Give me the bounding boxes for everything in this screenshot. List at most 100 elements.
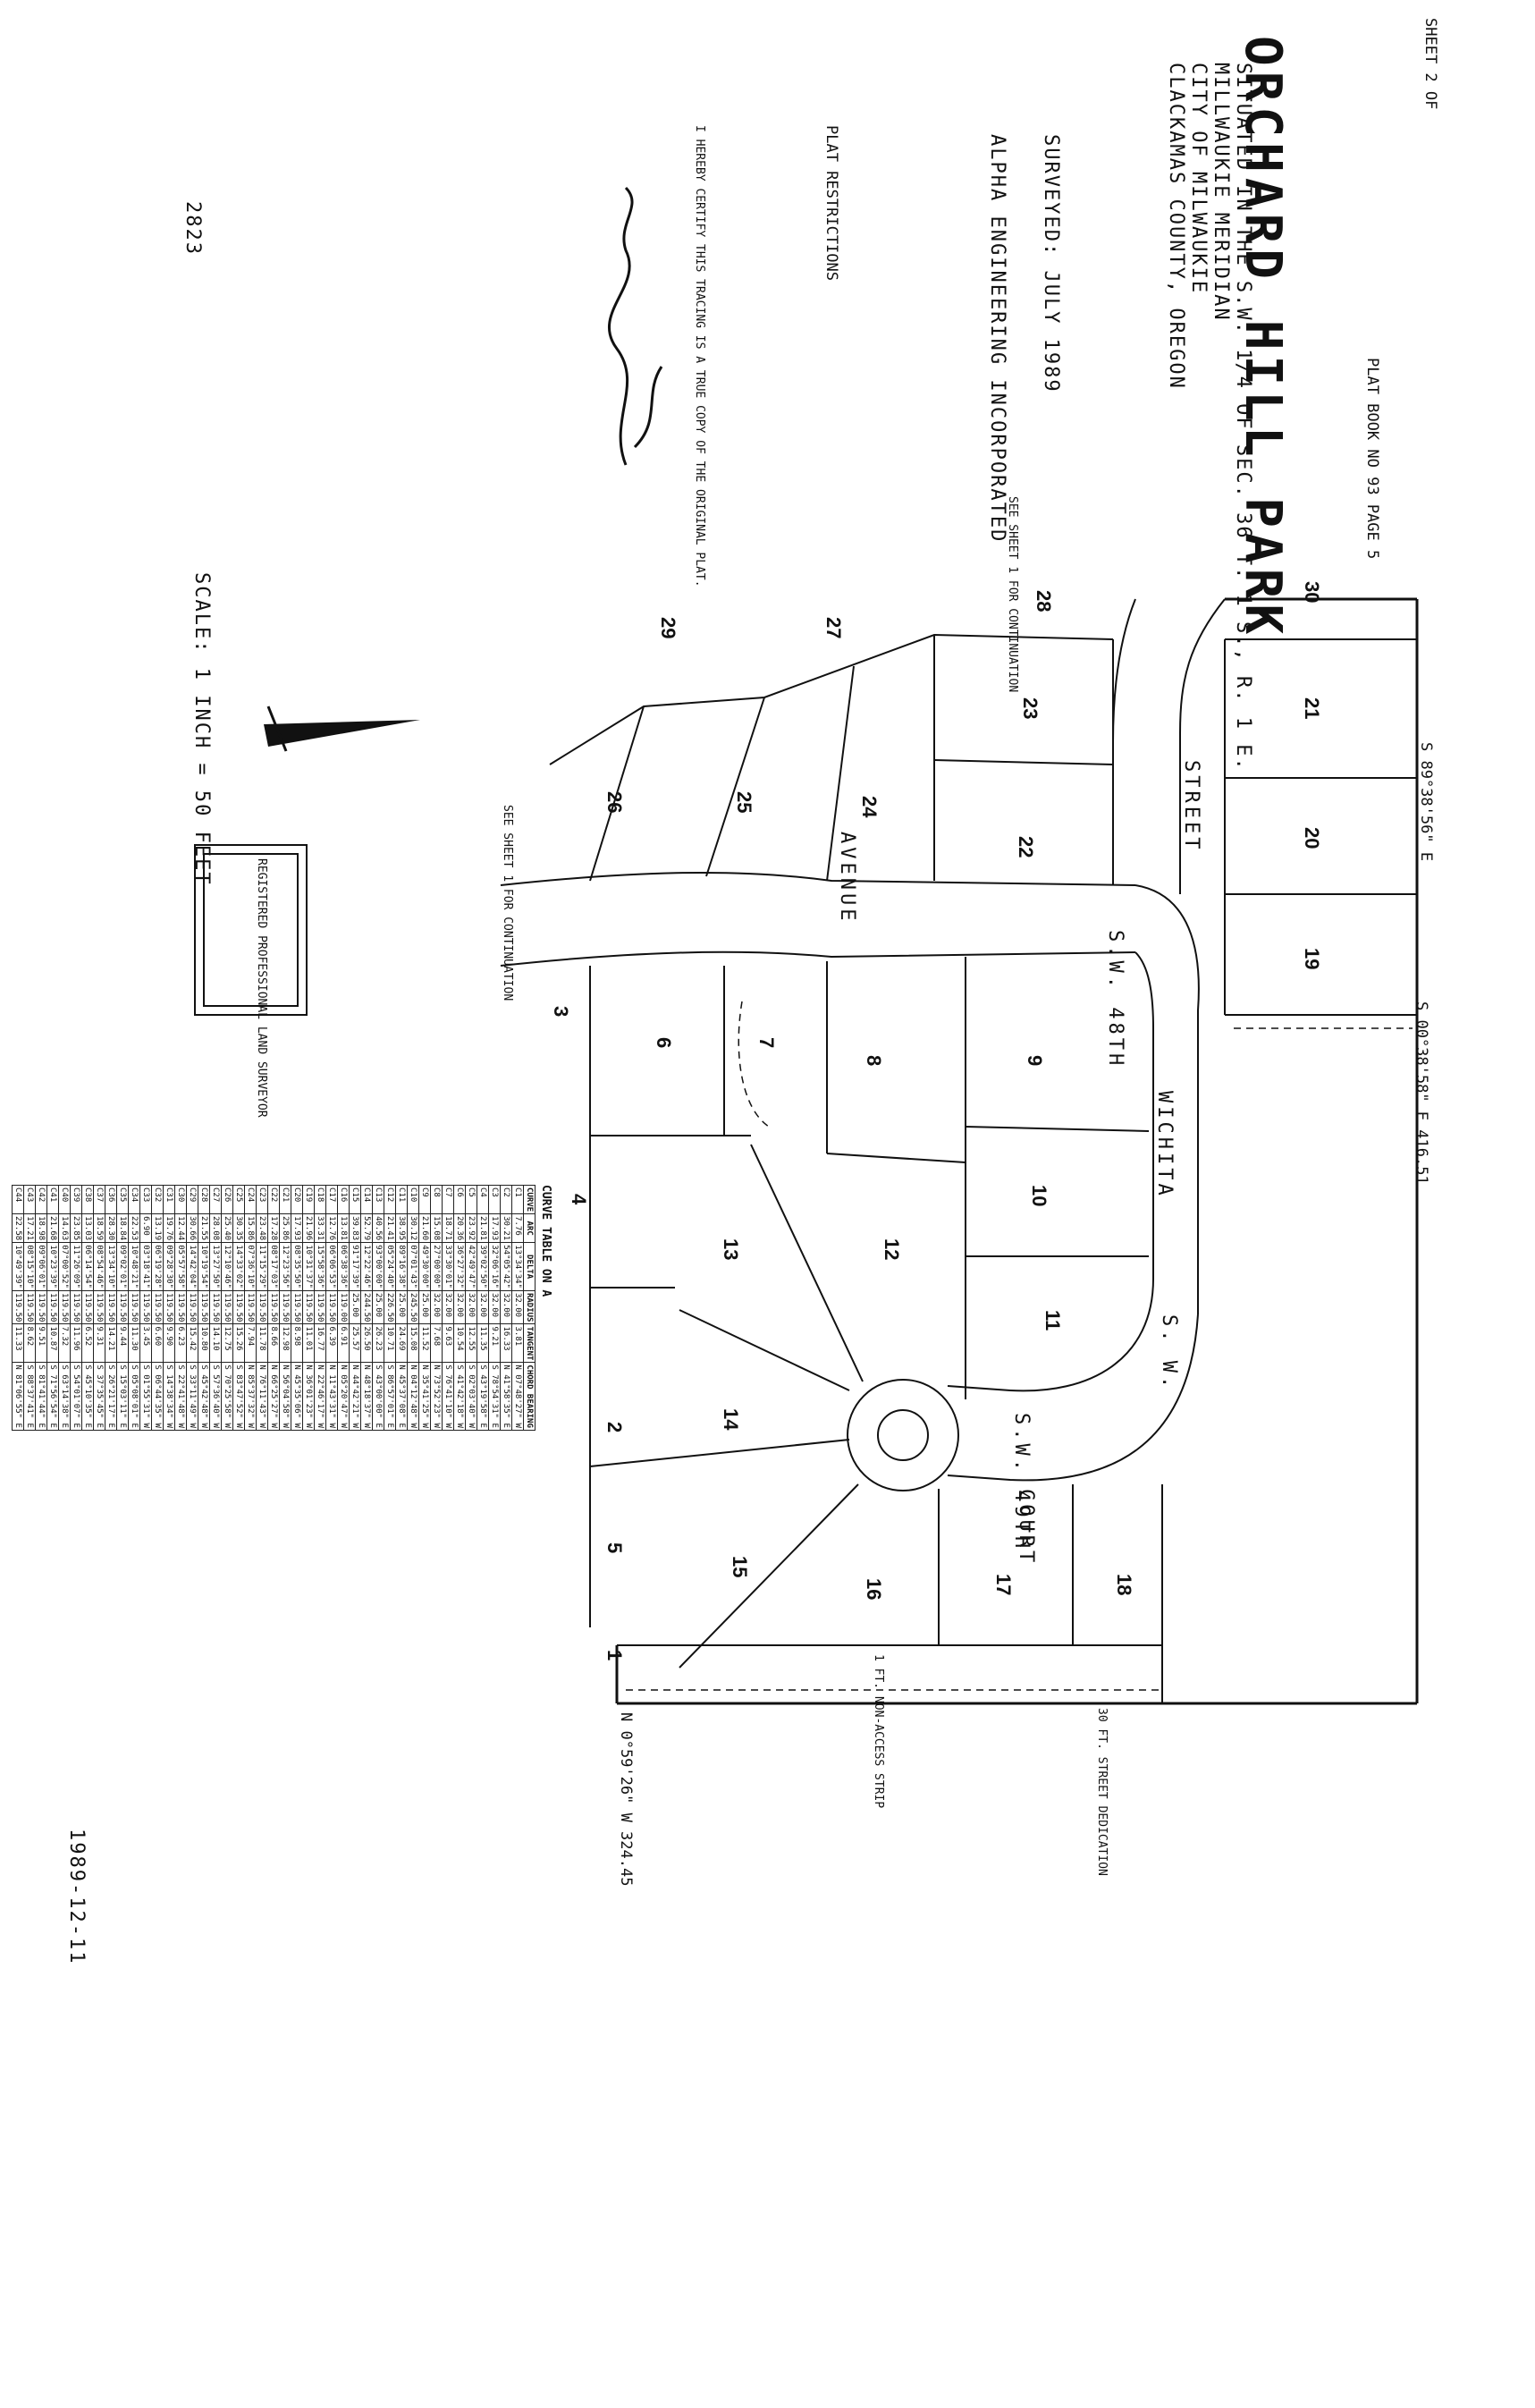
table-cell: C44 — [12, 1185, 24, 1214]
table-cell: 119.50 — [314, 1290, 326, 1324]
title-block-line-2: MILLWAUKIE MERIDIAN — [1210, 63, 1232, 322]
table-cell: 3.81 — [511, 1323, 524, 1363]
surveyed-date: SURVEYED: JULY 1989 — [1040, 134, 1062, 393]
lot-number: 11 — [1042, 1310, 1064, 1331]
lot-number: 10 — [1028, 1185, 1050, 1207]
table-cell: 09°02'01" — [116, 1242, 129, 1291]
table-cell: 07°01'43" — [407, 1242, 419, 1291]
table-cell: 245.50 — [407, 1290, 419, 1324]
table-cell: 10°48'21" — [128, 1242, 140, 1291]
table-cell: S 70°25'58" W — [221, 1362, 233, 1431]
table-cell: 13.81 — [337, 1213, 350, 1243]
continuation-note-1: SEE SHEET 1 FOR CONTINUATION — [1006, 496, 1019, 693]
table-cell: 21.41 — [384, 1213, 396, 1243]
restrictions-text: I HEREBY CERTIFY THIS TRACING IS A TRUE … — [693, 125, 706, 587]
table-cell: 32.00 — [477, 1290, 489, 1324]
curve-table-header-cell: CHORD BEARING — [523, 1362, 536, 1431]
table-cell: 11.01 — [302, 1323, 315, 1363]
table-cell: S 43°19'58" E — [477, 1362, 489, 1431]
east-boundary-bearing: S 00°38'58" E 416.51 — [1413, 1001, 1430, 1185]
lot-number: 13 — [720, 1238, 742, 1261]
lot-number: 5 — [603, 1542, 626, 1554]
lot-number: 12 — [881, 1238, 903, 1261]
table-cell: 12°10'46" — [221, 1242, 233, 1291]
table-cell: 30.12 — [407, 1213, 419, 1243]
table-cell: 119.50 — [209, 1290, 222, 1324]
table-cell: 32.00 — [453, 1290, 466, 1324]
table-cell: C13 — [372, 1185, 384, 1214]
table-cell: C12 — [384, 1185, 396, 1214]
street-street: STREET — [1180, 760, 1202, 853]
table-cell: 27°00'00" — [430, 1242, 443, 1291]
table-cell: 6.90 — [139, 1213, 152, 1243]
table-cell: 25.00 — [418, 1290, 431, 1324]
table-cell: 16.33 — [500, 1323, 512, 1363]
table-cell: 15°58'36" — [314, 1242, 326, 1291]
lot-number: 9 — [1024, 1055, 1046, 1067]
table-cell: 49°30'00" — [418, 1242, 431, 1291]
table-cell: 12°23'56" — [279, 1242, 291, 1291]
table-cell: 7.94 — [244, 1323, 257, 1363]
table-cell: 12.98 — [279, 1323, 291, 1363]
table-cell: 119.50 — [221, 1290, 233, 1324]
table-cell: C7 — [442, 1185, 454, 1214]
plat-book-ref: PLAT BOOK NO 93 PAGE 5 — [1363, 358, 1381, 559]
table-cell: S 01°55'31" W — [139, 1362, 152, 1431]
curve-table-header-cell: TANGENT — [523, 1323, 536, 1363]
table-cell: S 26°21'17" E — [105, 1362, 117, 1431]
table-cell: 119.50 — [291, 1290, 303, 1324]
table-cell: 119.50 — [279, 1290, 291, 1324]
table-cell: 93°00'00" — [372, 1242, 384, 1291]
table-cell: 08°54'46" — [93, 1242, 105, 1291]
table-cell: C4 — [477, 1185, 489, 1214]
table-cell: 11°15'29" — [256, 1242, 268, 1291]
table-cell: 06°19'28" — [151, 1242, 164, 1291]
table-cell: N 66°25'27" W — [267, 1362, 280, 1431]
table-cell: 39°02'50" — [477, 1242, 489, 1291]
lot-number: 18 — [1113, 1574, 1135, 1596]
table-cell: C11 — [395, 1185, 408, 1214]
table-cell: C5 — [465, 1185, 477, 1214]
table-cell: 6.23 — [174, 1323, 187, 1363]
table-cell: 32.00 — [442, 1290, 454, 1324]
lot-number: 14 — [720, 1408, 742, 1431]
table-cell: 26.50 — [360, 1323, 373, 1363]
table-cell: 13°27'50" — [209, 1242, 222, 1291]
table-cell: S 63°14'38" E — [58, 1362, 71, 1431]
table-cell: 14°42'04" — [186, 1242, 198, 1291]
table-cell: N 07°48'27" W — [511, 1362, 524, 1431]
street-wichita: WICHITA — [1153, 1091, 1176, 1199]
table-cell: N 36°01'23" W — [302, 1362, 315, 1431]
table-cell: 42°49'47" — [465, 1242, 477, 1291]
curve-table-header-cell: CURVE — [523, 1185, 536, 1214]
table-cell: 6.39 — [325, 1323, 338, 1363]
table-cell: 119.50 — [70, 1290, 82, 1324]
table-cell: N 48°18'37" W — [360, 1362, 373, 1431]
table-cell: C18 — [314, 1185, 326, 1214]
lot-number: 19 — [1301, 948, 1323, 970]
table-cell: C1 — [511, 1185, 524, 1214]
table-cell: 21.55 — [198, 1213, 210, 1243]
surveyor-seal — [194, 844, 308, 1016]
table-cell: C34 — [128, 1185, 140, 1214]
table-cell: 119.50 — [23, 1290, 36, 1324]
table-cell: C14 — [360, 1185, 373, 1214]
